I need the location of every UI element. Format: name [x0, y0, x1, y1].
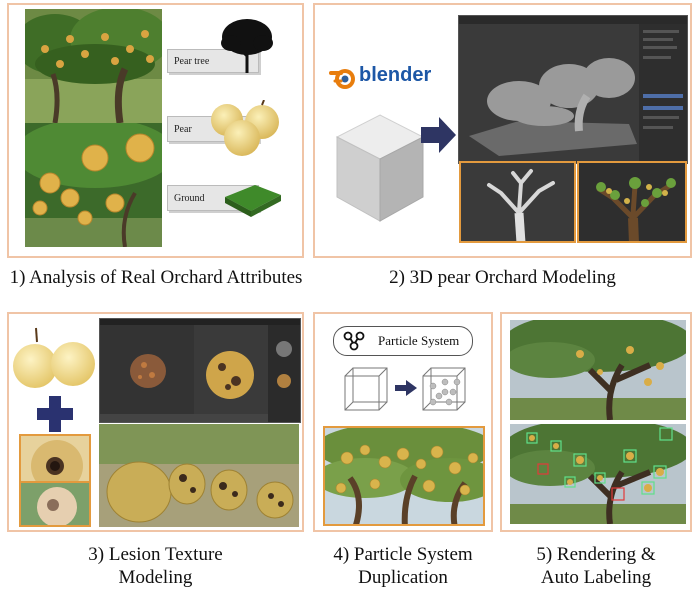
texture-editor-screenshot: [99, 318, 301, 423]
caption-step4-line2: Duplication: [308, 566, 498, 589]
pear-pair-icon: [11, 320, 97, 398]
ground-patch-icon: [221, 181, 283, 221]
rendered-orchard-photo: [510, 320, 686, 420]
tree-branch-render: [459, 161, 576, 243]
wireframe-cube-particles: [419, 364, 469, 414]
wireframe-cube-empty: [341, 364, 391, 414]
lesion-pear-closeup-2: [19, 481, 91, 527]
plus-icon: [35, 396, 75, 432]
caption-step5-line1: 5) Rendering &: [500, 543, 692, 566]
auto-labeled-orchard-photo: [510, 424, 686, 524]
caption-step2: 2) 3D pear Orchard Modeling: [313, 266, 692, 289]
caption-step4-line1: 4) Particle System: [308, 543, 498, 566]
orchard-photo-bottom: [25, 123, 162, 247]
lesion-pears-render: [99, 424, 299, 527]
blender-wordmark: blender: [359, 64, 431, 87]
caption-step5-line2: Auto Labeling: [500, 566, 692, 589]
orchard-photo-top: [25, 9, 162, 123]
caption-step3-line2: Modeling: [7, 566, 304, 589]
tree-silhouette-icon: [219, 17, 275, 73]
panel-3d-modeling: blender: [313, 3, 692, 258]
panel-particle-system: Particle System: [313, 312, 493, 532]
blender-viewport-screenshot: [458, 15, 688, 164]
blender-logo-icon: [329, 63, 359, 91]
pear-fruits-icon: [207, 100, 283, 158]
arrow-right-icon-small: [395, 380, 417, 396]
arrow-right-icon: [421, 115, 457, 155]
duplicated-pears-render: [323, 426, 485, 526]
cube-icon: [335, 113, 425, 223]
panel-rendering-labeling: [500, 312, 692, 532]
tree-textured-render: [577, 161, 687, 243]
panel-lesion-texture: [7, 312, 304, 532]
caption-step1: 1) Analysis of Real Orchard Attributes: [0, 266, 312, 289]
panel-orchard-attributes: Pear tree Pear Ground: [7, 3, 304, 258]
caption-step3-line1: 3) Lesion Texture: [7, 543, 304, 566]
particle-system-icon: [343, 331, 365, 351]
